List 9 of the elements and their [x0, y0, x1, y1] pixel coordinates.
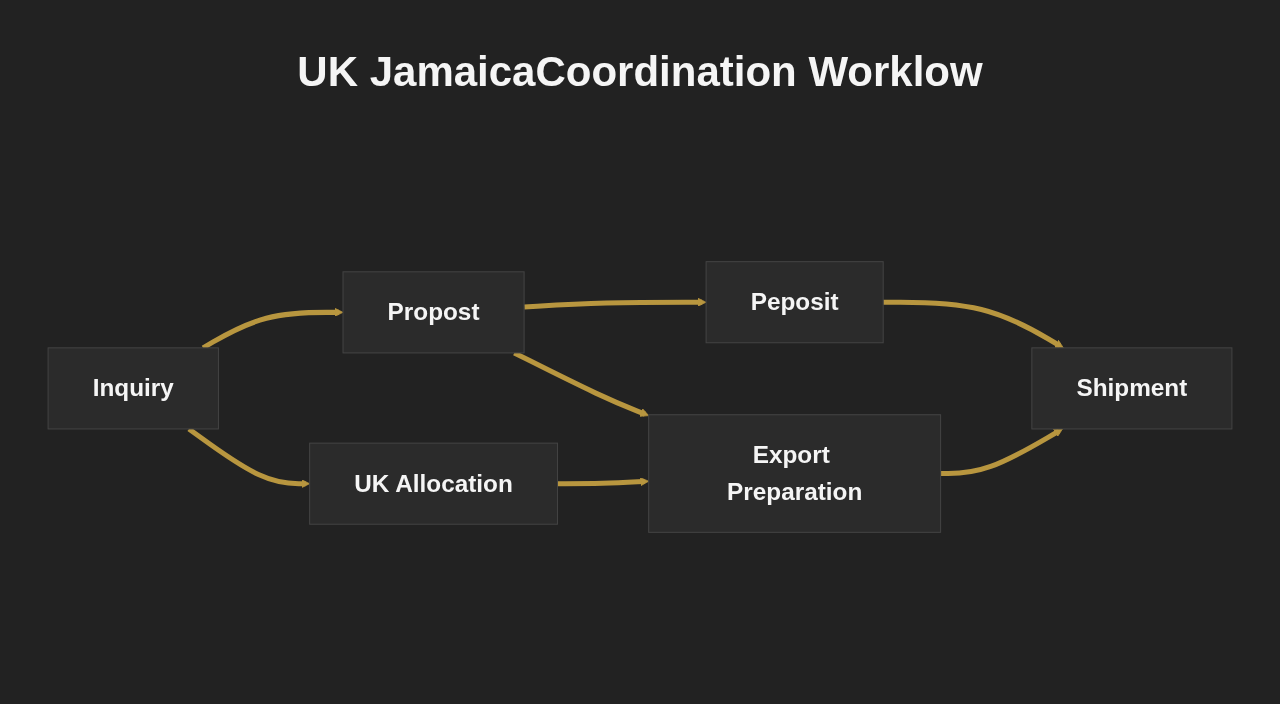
node-box: Peposit: [705, 261, 884, 344]
node-box: Export Preparation: [648, 414, 942, 533]
node-box: Propost: [342, 271, 525, 354]
node-box: Inquiry: [47, 347, 219, 430]
diagram-title: UK JamaicaCoordination Worklow: [297, 48, 983, 96]
arrow: [940, 428, 1063, 477]
arrow: [883, 299, 1064, 349]
node-box: Shipment: [1031, 347, 1233, 430]
node-box: UK Allocation: [309, 442, 558, 525]
